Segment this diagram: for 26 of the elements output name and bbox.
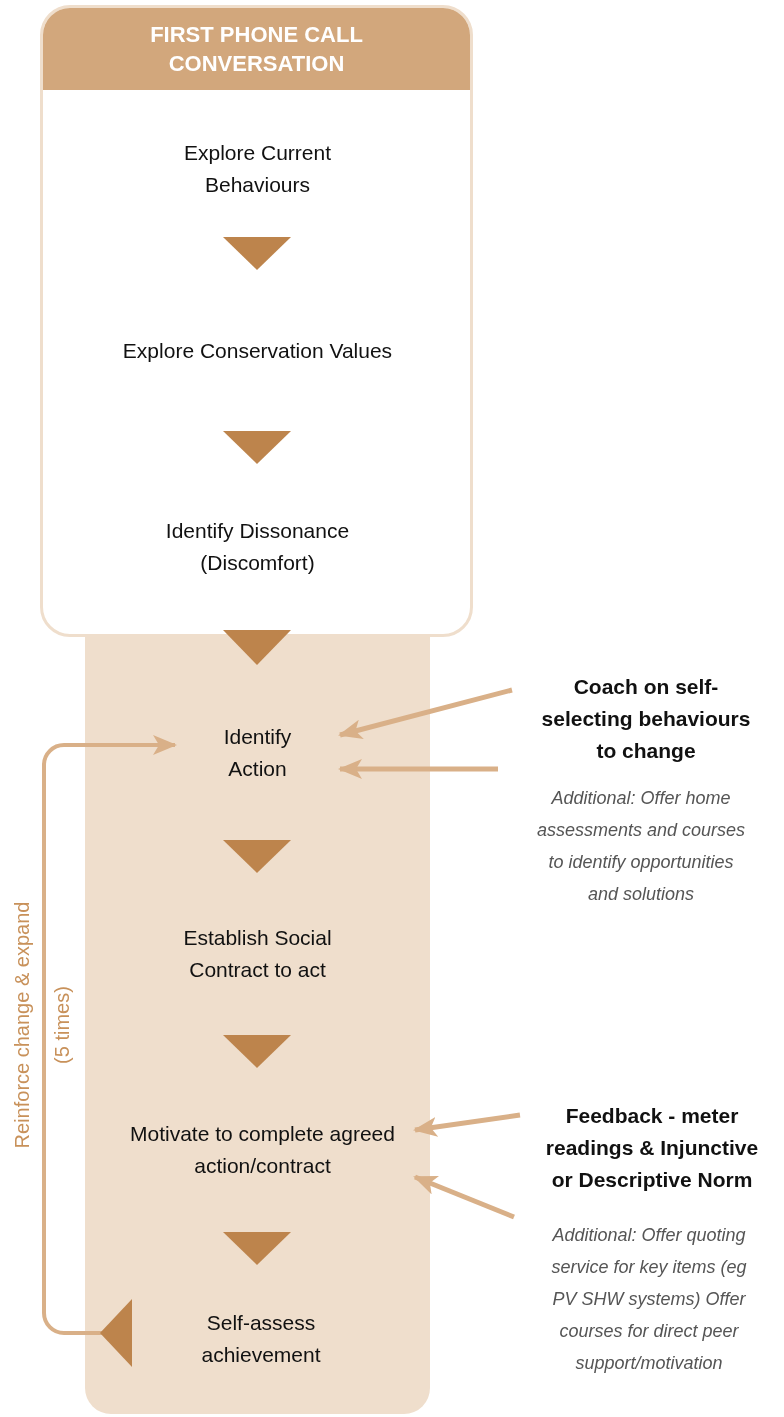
band [85, 637, 430, 1414]
step-label: Identify Dissonance (Discomfort) [164, 518, 351, 576]
triangle-arrow [223, 237, 291, 270]
arrow [338, 759, 498, 779]
arrow [413, 1174, 515, 1220]
triangle-arrow [223, 431, 291, 464]
step-label: Self-assess achievement [200, 1309, 322, 1368]
heading-text: Coach on self-selecting behaviours to change [540, 674, 752, 764]
edge-label: Reinforce change & expand (5 times) [10, 900, 74, 1151]
loop-arrow [42, 735, 177, 1367]
arrow [338, 687, 513, 740]
heading-text: Feedback - meter readings & Injunctive or Descriptive Norm [544, 1103, 760, 1193]
triangle-arrow [223, 1035, 291, 1068]
step-label: Establish Social Contract to act [182, 925, 333, 983]
triangle-arrow [223, 1232, 291, 1265]
panel [40, 5, 473, 637]
step-label: Motivate to complete agreed action/contract [130, 1121, 395, 1179]
note-text: Additional: Offer home assessments and courses to identify opportunities and solutions [535, 787, 747, 906]
triangle-arrow [223, 630, 291, 665]
panel-heading: FIRST PHONE CALL CONVERSATION [149, 21, 364, 78]
note-text: Additional: Offer quoting service for key items (eg PV SHW systems) Offer courses for direct peer support/motivation [550, 1224, 748, 1375]
step-label: Explore Current Behaviours [182, 139, 333, 198]
step-label: Explore Conservation Values [122, 337, 393, 364]
step-label: Identify Action [222, 723, 293, 782]
triangle-arrow [223, 840, 291, 873]
arrow [413, 1112, 521, 1137]
